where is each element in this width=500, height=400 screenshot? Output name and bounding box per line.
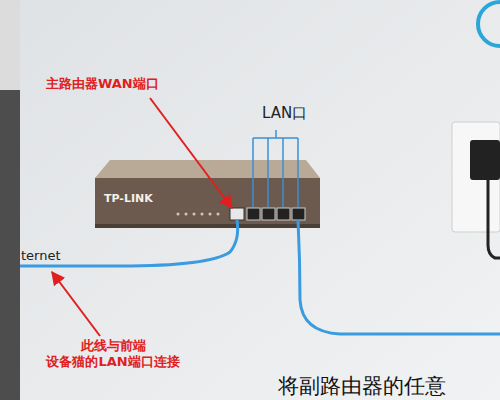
corner-icon [478,2,500,46]
lan-cable [298,220,500,334]
callout-arrow [150,98,232,208]
callout-label: 此线与前端 设备猫的LAN端口连接 [18,338,208,369]
lan-bracket [253,130,298,207]
side-strip-top [0,0,20,90]
internet-cable [20,220,238,266]
port-label: LAN口 [262,104,307,122]
plug [470,140,500,180]
side-strip [0,0,20,400]
callout-arrow [52,272,100,336]
router-front [95,178,320,226]
wall-socket [452,122,500,232]
brand-label: TP-LINK [104,192,153,205]
power-cord [488,180,500,258]
ports [230,208,305,220]
router-base [95,224,320,228]
cable-label: ternet [21,248,61,264]
callout-label: 主路由器WAN端口 [46,76,159,92]
caption-text: 将副路由器的任意 [278,374,446,399]
